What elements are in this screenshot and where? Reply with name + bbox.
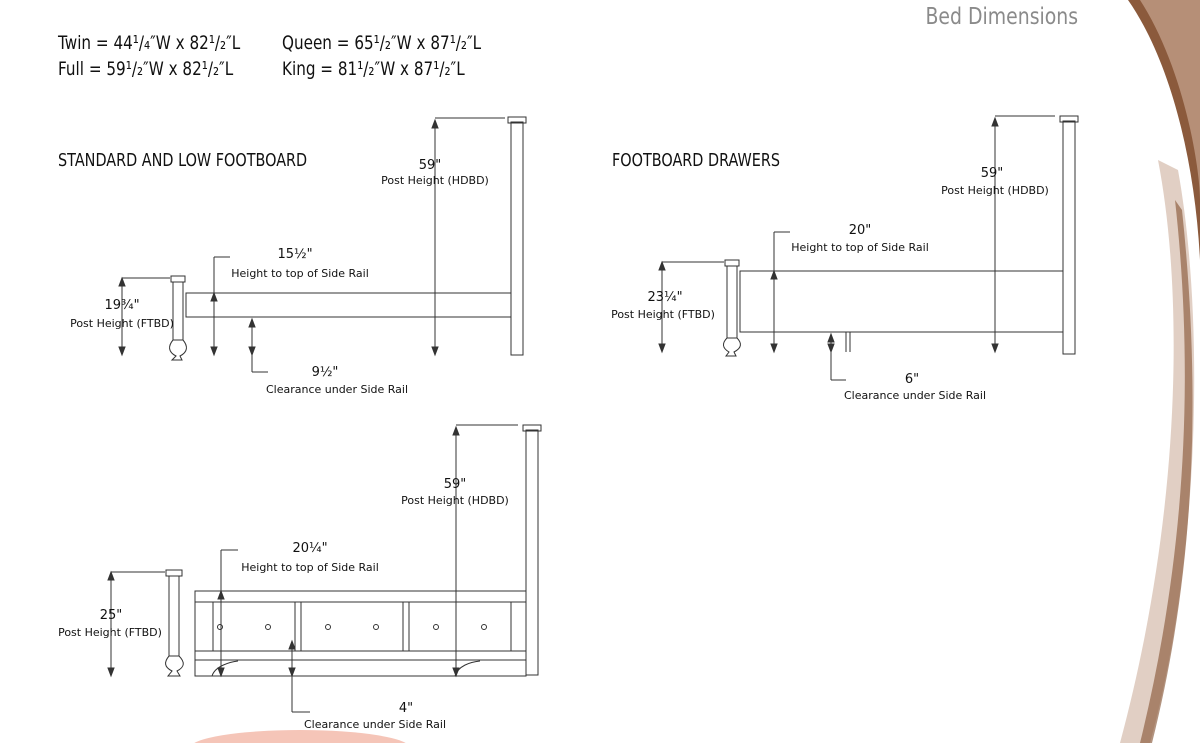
drawers-clear-value: 6" <box>904 372 920 387</box>
storage-ftbd-value: 25" <box>99 608 123 623</box>
storage-clear-value: 4" <box>398 701 414 716</box>
drawers-ftbd-value: 23¼" <box>647 290 683 305</box>
storage-hdbd-value: 59" <box>443 477 467 492</box>
drawers-ftbd-label: Post Height (FTBD) <box>611 308 715 321</box>
size-twin: Twin = 44¹/₄″W x 82¹/₂″L <box>58 32 241 54</box>
drawers-hdbd-label: Post Height (HDBD) <box>941 184 1049 197</box>
drawers-hdbd-value: 59" <box>980 166 1004 181</box>
standard-rail-value: 15½" <box>277 247 313 262</box>
standard-ftbd-label: Post Height (FTBD) <box>70 317 174 330</box>
storage-clear-label: Clearance under Side Rail <box>303 718 447 731</box>
standard-hdbd-label: Post Height (HDBD) <box>381 174 489 187</box>
size-full: Full = 59¹/₂″W x 82¹/₂″L <box>58 58 234 80</box>
standard-ftbd-value: 19¾" <box>104 298 140 313</box>
storage-rail-value: 20¼" <box>292 541 328 556</box>
standard-section-title: STANDARD AND LOW FOOTBOARD <box>58 150 308 171</box>
drawers-rail-label: Height to top of Side Rail <box>791 241 929 254</box>
storage-hdbd-label: Post Height (HDBD) <box>401 494 509 507</box>
standard-clear-label: Clearance under Side Rail <box>265 383 409 396</box>
storage-ftbd-label: Post Height (FTBD) <box>58 626 162 639</box>
standard-rail-label: Height to top of Side Rail <box>231 267 369 280</box>
standard-clear-value: 9½" <box>311 365 339 380</box>
size-king: King = 81¹/₂″W x 87¹/₂″L <box>282 58 465 80</box>
storage-rail-label: Height to top of Side Rail <box>241 561 379 574</box>
drawers-rail-value: 20" <box>848 223 872 238</box>
page-title: Bed Dimensions <box>925 4 1078 30</box>
standard-hdbd-value: 59" <box>418 158 442 173</box>
drawers-clear-label: Clearance under Side Rail <box>843 389 987 402</box>
drawers-section-title: FOOTBOARD DRAWERS <box>612 150 781 171</box>
size-queen: Queen = 65¹/₂″W x 87¹/₂″L <box>282 32 482 54</box>
